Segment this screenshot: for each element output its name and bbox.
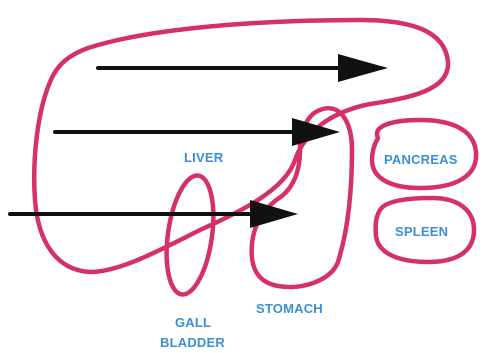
arrow-top (98, 54, 388, 82)
liver-outline (34, 20, 448, 272)
arrow-bottom (10, 200, 298, 228)
gall-label: GALL (175, 315, 211, 330)
bladder-label: BLADDER (160, 335, 225, 350)
stomach-label: STOMACH (256, 301, 323, 316)
pancreas-label: PANCREAS (384, 152, 458, 167)
arrow-middle (55, 118, 340, 146)
spleen-label: SPLEEN (395, 224, 448, 239)
liver-label: LIVER (184, 150, 224, 165)
